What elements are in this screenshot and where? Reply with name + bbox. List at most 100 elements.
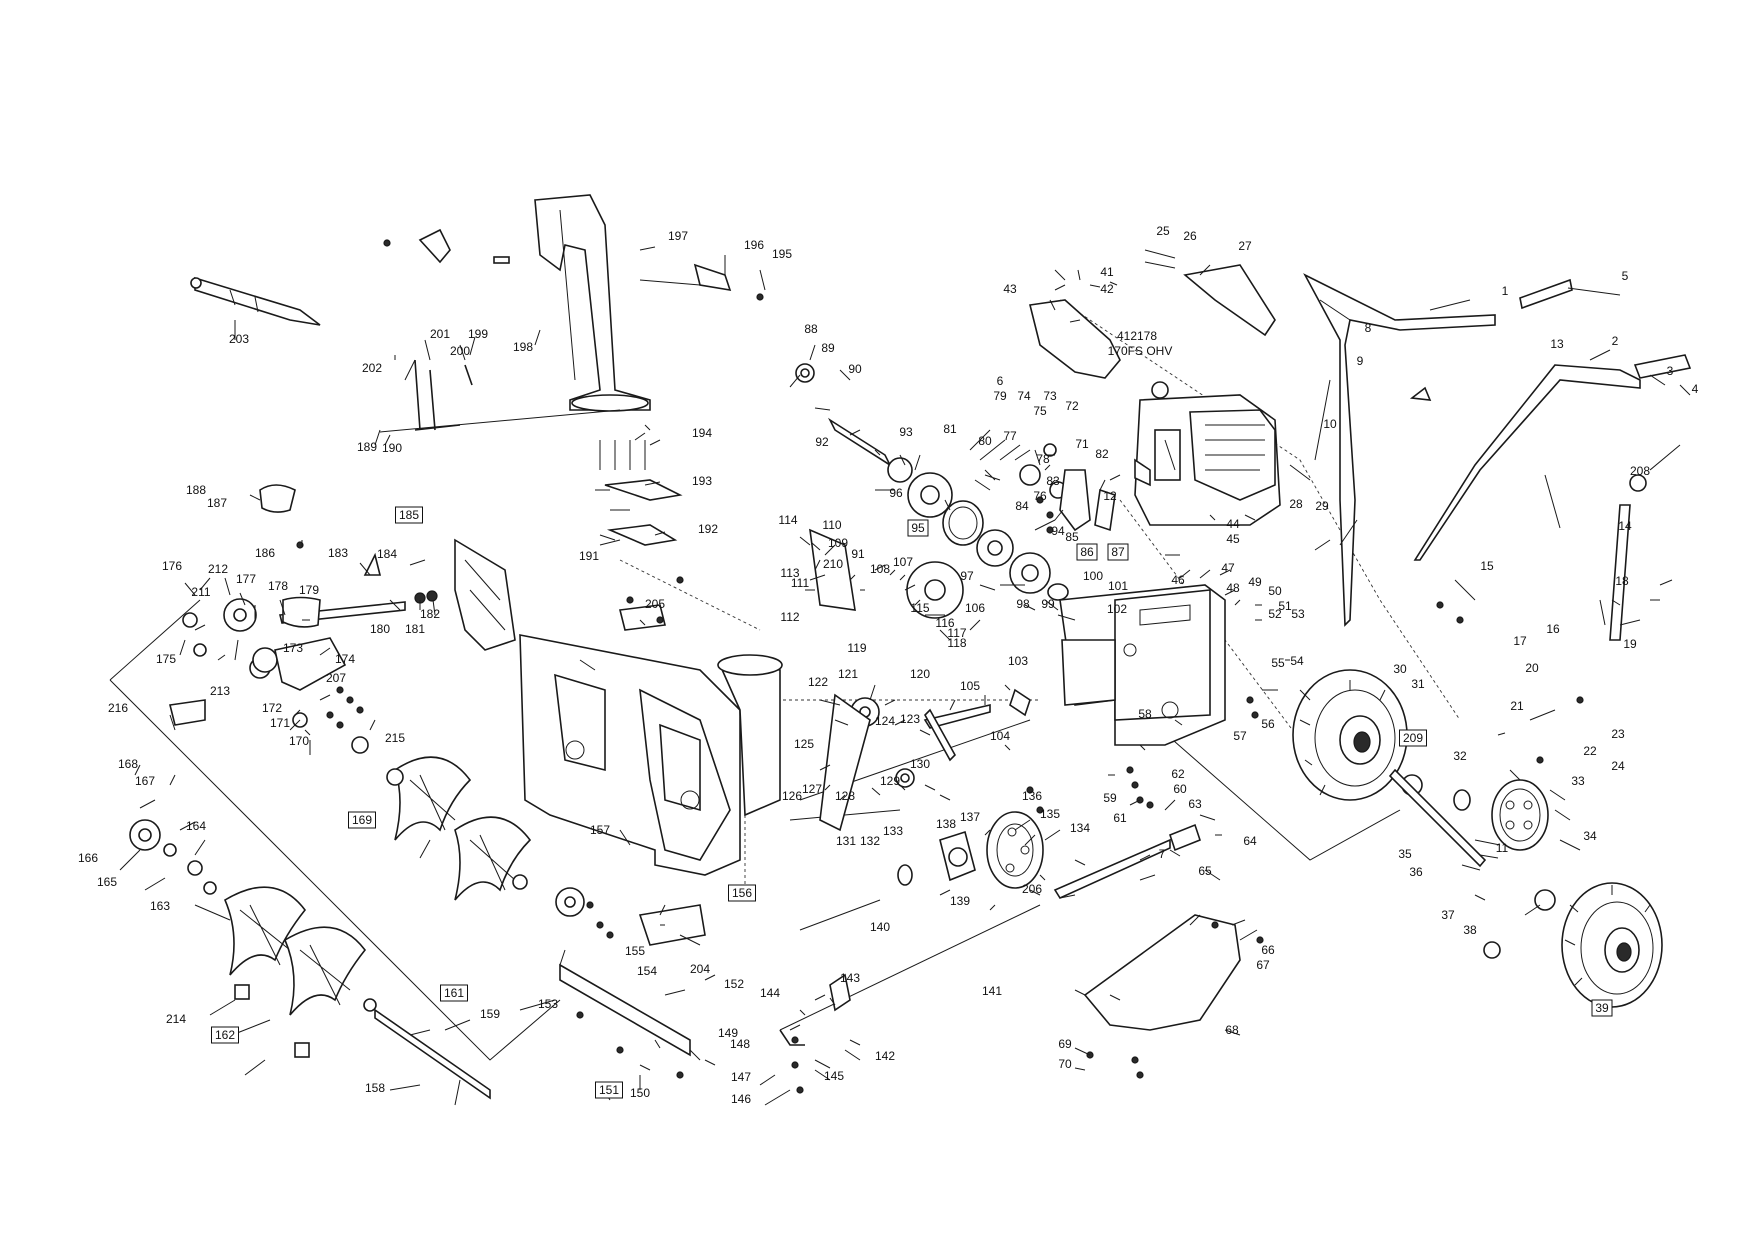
callout-208: 208 xyxy=(1630,464,1650,478)
callout-24: 24 xyxy=(1611,759,1625,773)
callout-206: 206 xyxy=(1022,882,1042,896)
callout-57: 57 xyxy=(1233,729,1247,743)
callout-labels: 1234567891011121314151617181920212223242… xyxy=(78,224,1699,1106)
boxed-callout-39: 39 xyxy=(1591,999,1613,1017)
callout-165: 165 xyxy=(97,875,117,889)
callout-65: 65 xyxy=(1198,864,1212,878)
callout-186: 186 xyxy=(255,546,275,560)
callout-133: 133 xyxy=(883,824,903,838)
callout-199: 199 xyxy=(468,327,488,341)
auger-left-upper xyxy=(394,756,472,841)
callout-62: 62 xyxy=(1171,767,1185,781)
callout-33: 33 xyxy=(1571,774,1585,788)
callout-4: 4 xyxy=(1692,382,1699,396)
callout-34: 34 xyxy=(1583,829,1597,843)
callout-52: 52 xyxy=(1268,607,1282,621)
wheel-209 xyxy=(1292,669,1408,801)
callout-63: 63 xyxy=(1188,797,1202,811)
bottom-guard-68 xyxy=(1074,914,1241,1031)
callout-61: 61 xyxy=(1113,811,1127,825)
callout-177: 177 xyxy=(236,572,256,586)
axle-gear-33 xyxy=(1388,768,1556,959)
callout-38: 38 xyxy=(1463,923,1477,937)
boxed-callout-label: 185 xyxy=(399,508,419,522)
boxed-callout-185: 185 xyxy=(395,506,423,524)
callout-129: 129 xyxy=(880,774,900,788)
callout-35: 35 xyxy=(1398,847,1412,861)
callout-81: 81 xyxy=(943,422,957,436)
callout-164: 164 xyxy=(186,819,206,833)
skid-shoe-156 xyxy=(638,904,706,946)
callout-194: 194 xyxy=(692,426,712,440)
callout-10: 10 xyxy=(1323,417,1337,431)
boxed-callout-frame xyxy=(395,506,423,524)
callout-64: 64 xyxy=(1243,834,1257,848)
callout-189: 189 xyxy=(357,440,377,454)
auger-housing xyxy=(519,604,783,876)
housing-brackets xyxy=(599,440,683,546)
callout-213: 213 xyxy=(210,684,230,698)
callout-130: 130 xyxy=(910,757,930,771)
callout-102: 102 xyxy=(1107,602,1127,616)
callout-73: 73 xyxy=(1043,389,1057,403)
callout-22: 22 xyxy=(1583,744,1597,758)
leader-lines xyxy=(119,246,1691,1106)
callout-77: 77 xyxy=(1003,429,1017,443)
callout-7: 7 xyxy=(1159,847,1166,861)
callout-6: 6 xyxy=(997,374,1004,388)
callout-37: 37 xyxy=(1441,908,1455,922)
callout-29: 29 xyxy=(1315,499,1329,513)
callout-3: 3 xyxy=(1667,364,1674,378)
callout-82: 82 xyxy=(1095,447,1109,461)
callout-98: 98 xyxy=(1016,597,1030,611)
callout-110: 110 xyxy=(822,518,841,532)
impeller-shaft-179 xyxy=(252,484,516,691)
callout-80: 80 xyxy=(978,434,992,448)
callout-181: 181 xyxy=(405,622,425,636)
callout-19: 19 xyxy=(1623,637,1637,651)
callout-144: 144 xyxy=(760,986,780,1000)
callout-85: 85 xyxy=(1065,530,1079,544)
callout-171: 171 xyxy=(270,716,290,730)
callout-94: 94 xyxy=(1051,524,1065,538)
callout-106: 106 xyxy=(965,601,985,615)
callout-146: 146 xyxy=(731,1092,751,1106)
frame-housing xyxy=(1059,584,1226,746)
callout-109: 109 xyxy=(828,536,848,550)
boxed-callout-151: 151 xyxy=(595,1081,623,1099)
callout-72: 72 xyxy=(1065,399,1079,413)
callout-89: 89 xyxy=(821,341,835,355)
boxed-callout-label: 162 xyxy=(215,1028,235,1042)
callout-122: 122 xyxy=(808,675,828,689)
callout-46: 46 xyxy=(1171,573,1185,587)
throttle-bracket-27 xyxy=(1144,249,1276,337)
boxed-callout-frame xyxy=(595,1081,623,1099)
shift-rods xyxy=(779,823,1201,1046)
boxed-callout-156: 156 xyxy=(728,884,756,902)
callout-103: 103 xyxy=(1008,654,1028,668)
engine-type: 170FS OHV xyxy=(1108,344,1173,358)
callout-70: 70 xyxy=(1058,1057,1072,1071)
boxed-callout-frame xyxy=(1591,999,1613,1017)
callout-128: 128 xyxy=(835,789,855,803)
callout-205: 205 xyxy=(645,597,665,611)
callout-32: 32 xyxy=(1453,749,1467,763)
callout-204: 204 xyxy=(690,962,710,976)
callout-127: 127 xyxy=(802,782,822,796)
callout-66: 66 xyxy=(1261,943,1275,957)
callout-157: 157 xyxy=(590,823,610,837)
callout-111: 111 xyxy=(791,576,810,590)
callout-193: 193 xyxy=(692,474,712,488)
callout-71: 71 xyxy=(1075,437,1089,451)
callout-139: 139 xyxy=(950,894,970,908)
chute-crank-rod xyxy=(379,359,621,433)
boxed-callout-label: 156 xyxy=(732,886,752,900)
callout-58: 58 xyxy=(1138,707,1152,721)
callout-116: 116 xyxy=(935,616,954,630)
callout-138: 138 xyxy=(936,817,956,831)
callout-158: 158 xyxy=(365,1081,385,1095)
callout-2: 2 xyxy=(1612,334,1619,348)
callout-135: 135 xyxy=(1040,807,1060,821)
callout-114: 114 xyxy=(778,513,797,527)
callout-25: 25 xyxy=(1156,224,1170,238)
